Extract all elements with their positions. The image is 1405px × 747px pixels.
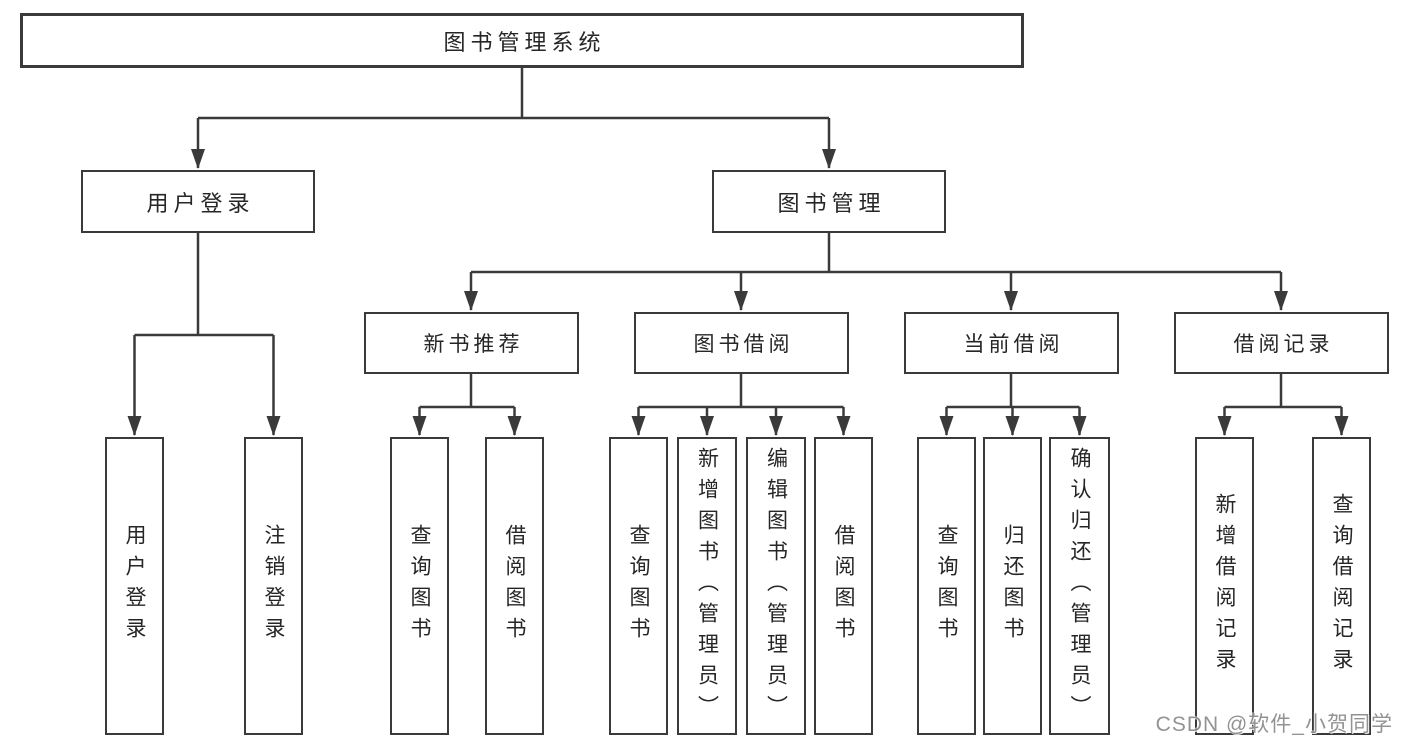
leaf-return-book: 归还图书 [983, 437, 1042, 735]
node-borrow-records: 借阅记录 [1174, 312, 1389, 374]
node-book-management: 图书管理 [712, 170, 946, 233]
node-root: 图书管理系统 [20, 13, 1024, 68]
tree-elbow-lines [134, 68, 1342, 409]
leaf-query-borrow-record: 查询借阅记录 [1312, 437, 1371, 735]
node-book-borrowing: 图书借阅 [634, 312, 849, 374]
leaf-add-borrow-record: 新增借阅记录 [1195, 437, 1254, 735]
arrow-connectors [127, 118, 1349, 436]
leaf-user-login: 用户登录 [105, 437, 164, 735]
leaf-confirm-return-admin-label: 确认归还（管理员） [1068, 446, 1091, 726]
leaf-borrow-books-recommend-label: 借阅图书 [503, 524, 526, 648]
leaf-query-books-current: 查询图书 [917, 437, 976, 735]
leaf-logout: 注销登录 [244, 437, 303, 735]
csdn-watermark: CSDN @软件_小贺同学 [1155, 713, 1393, 736]
leaf-add-book-admin-label: 新增图书（管理员） [695, 446, 719, 726]
leaf-edit-book-admin: 编辑图书（管理员） [746, 437, 806, 735]
leaf-query-books-borrowing: 查询图书 [609, 437, 668, 735]
leaf-logout-label: 注销登录 [262, 524, 285, 648]
node-user-login-label: 用户登录 [146, 190, 255, 216]
leaf-query-books-recommend: 查询图书 [390, 437, 449, 735]
leaf-user-login-label: 用户登录 [123, 524, 146, 648]
node-user-login: 用户登录 [81, 170, 315, 233]
leaf-query-books-recommend-label: 查询图书 [408, 524, 431, 648]
leaf-borrow-books-recommend: 借阅图书 [485, 437, 544, 735]
node-new-book-recommend: 新书推荐 [364, 312, 579, 374]
node-root-label: 图书管理系统 [443, 29, 606, 55]
leaf-query-books-current-label: 查询图书 [935, 524, 958, 648]
leaf-borrow-books-borrowing: 借阅图书 [814, 437, 873, 735]
leaf-confirm-return-admin: 确认归还（管理员） [1049, 437, 1110, 735]
node-book-management-label: 图书管理 [777, 190, 886, 216]
node-new-book-recommend-label: 新书推荐 [423, 333, 524, 356]
leaf-query-borrow-record-label: 查询借阅记录 [1330, 493, 1353, 679]
leaf-query-books-borrowing-label: 查询图书 [627, 524, 650, 648]
node-current-borrowing: 当前借阅 [904, 312, 1119, 374]
leaf-borrow-books-borrowing-label: 借阅图书 [832, 524, 855, 648]
leaf-add-book-admin: 新增图书（管理员） [677, 437, 737, 735]
node-borrow-records-label: 借阅记录 [1233, 333, 1334, 356]
leaf-edit-book-admin-label: 编辑图书（管理员） [764, 446, 788, 726]
node-book-borrowing-label: 图书借阅 [693, 333, 794, 356]
leaf-return-book-label: 归还图书 [1001, 524, 1024, 648]
leaf-add-borrow-record-label: 新增借阅记录 [1213, 493, 1236, 679]
node-current-borrowing-label: 当前借阅 [963, 333, 1064, 356]
